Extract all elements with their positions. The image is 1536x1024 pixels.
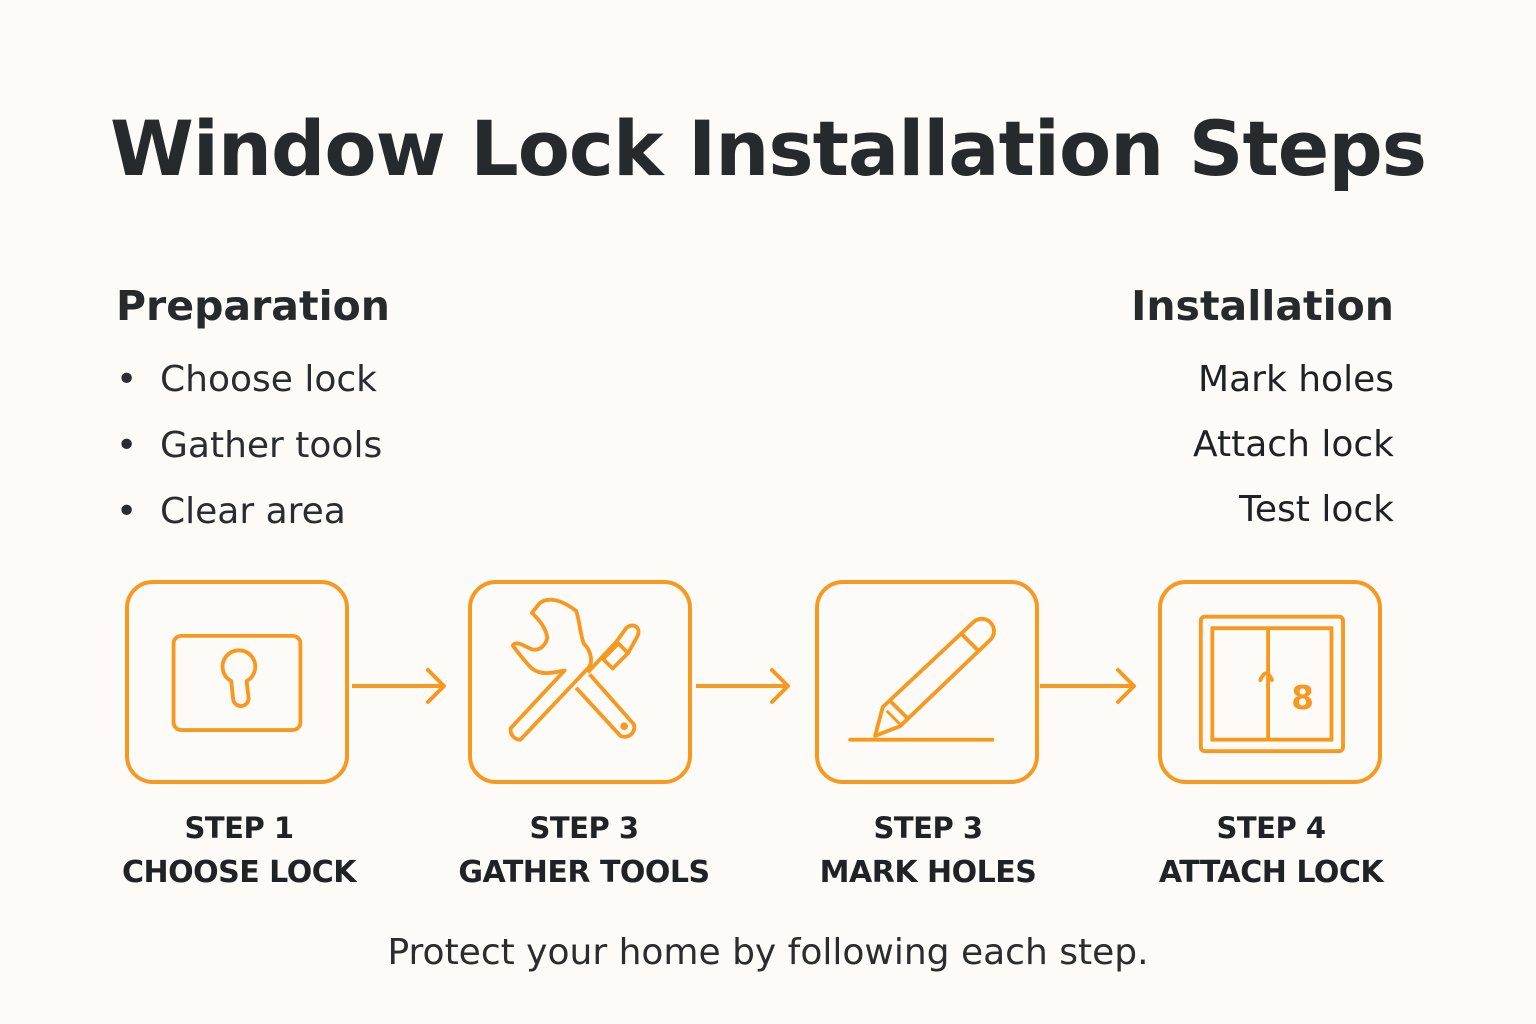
- step-1-label: STEP 1 CHOOSE LOCK: [122, 811, 357, 890]
- pencil-icon: [848, 617, 996, 742]
- list-item: Test lock: [1238, 489, 1394, 530]
- installation-heading: Installation: [1131, 282, 1394, 330]
- step-2-box: [468, 580, 692, 784]
- arrow-icon: [696, 668, 790, 704]
- step-3-box: [815, 580, 1039, 784]
- preparation-list: •Choose lock •Gather tools •Clear area: [116, 356, 382, 554]
- step-3-label: STEP 3 MARK HOLES: [819, 811, 1037, 890]
- step-4-box: 8: [1158, 580, 1382, 784]
- list-item: Attach lock: [1192, 424, 1394, 465]
- svg-text:8: 8: [1291, 679, 1314, 717]
- preparation-heading: Preparation: [116, 282, 390, 330]
- page-title: Window Lock Installation Steps: [110, 104, 1427, 193]
- footer-text: Protect your home by following each step…: [387, 932, 1149, 973]
- installation-list: Mark holes Attach lock Test lock: [1193, 356, 1394, 551]
- step-4-label: STEP 4 ATTACH LOCK: [1158, 811, 1384, 890]
- step-2-label: STEP 3 GATHER TOOLS: [458, 811, 710, 890]
- keyhole-icon: [171, 633, 303, 732]
- arrow-icon: [352, 668, 446, 704]
- list-item: •Clear area: [116, 488, 382, 554]
- bullet-icon: •: [116, 425, 138, 466]
- list-item: Mark holes: [1198, 359, 1394, 400]
- list-item: •Gather tools: [116, 422, 382, 488]
- window-icon: 8: [1198, 614, 1345, 754]
- arrow-icon: [1040, 668, 1136, 704]
- tools-icon: [508, 597, 641, 742]
- bullet-icon: •: [116, 491, 138, 532]
- list-item: •Choose lock: [116, 356, 382, 422]
- step-1-box: [125, 580, 349, 784]
- bullet-icon: •: [116, 359, 138, 400]
